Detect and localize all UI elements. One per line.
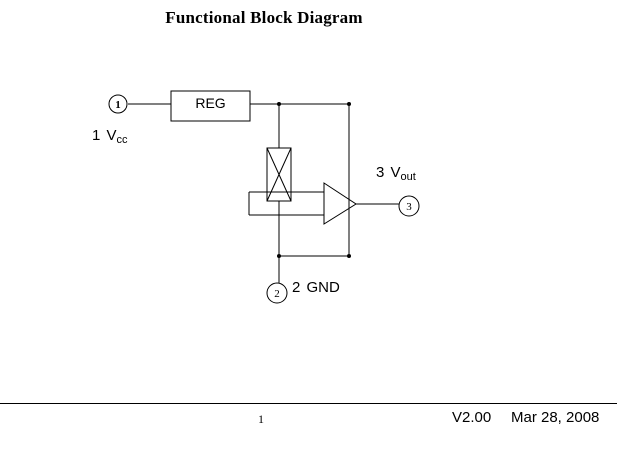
pin-2-label-number: 2 xyxy=(292,279,300,296)
regulator-label: REG xyxy=(195,95,225,111)
pin-1-number: 1 xyxy=(115,99,121,111)
pin-1-label-name: V xyxy=(107,127,117,144)
pin-1-label: 1 Vcc xyxy=(92,127,128,146)
pin-3-label: 3 Vout xyxy=(376,164,416,183)
junction-dot xyxy=(347,254,351,258)
junction-dot xyxy=(277,102,281,106)
pin-2-circle xyxy=(266,282,288,304)
pin-1-label-subscript: cc xyxy=(117,134,129,146)
pin-1-label-number: 1 xyxy=(92,127,100,144)
pin-3-label-number: 3 xyxy=(376,164,384,181)
pin-1-circle xyxy=(108,94,128,114)
junction-dot xyxy=(347,102,351,106)
regulator-block xyxy=(170,90,251,122)
pin-3-number: 3 xyxy=(406,201,412,213)
page-title: Functional Block Diagram xyxy=(165,8,363,27)
pin-3-label-subscript: out xyxy=(401,171,416,183)
pin-3-circle xyxy=(398,195,420,217)
document-version: V2.00 xyxy=(452,409,492,426)
pin-2-label-name: GND xyxy=(307,279,341,296)
footer-divider xyxy=(0,403,617,404)
junction-dot xyxy=(277,254,281,258)
pin-2-label: 2 GND xyxy=(292,279,340,296)
pin-2-number: 2 xyxy=(274,288,280,300)
document-date: Mar 28, 2008 xyxy=(511,409,600,426)
pin-3-label-name: V xyxy=(391,164,401,181)
amplifier xyxy=(323,182,357,225)
page-number: 1 xyxy=(258,412,264,426)
